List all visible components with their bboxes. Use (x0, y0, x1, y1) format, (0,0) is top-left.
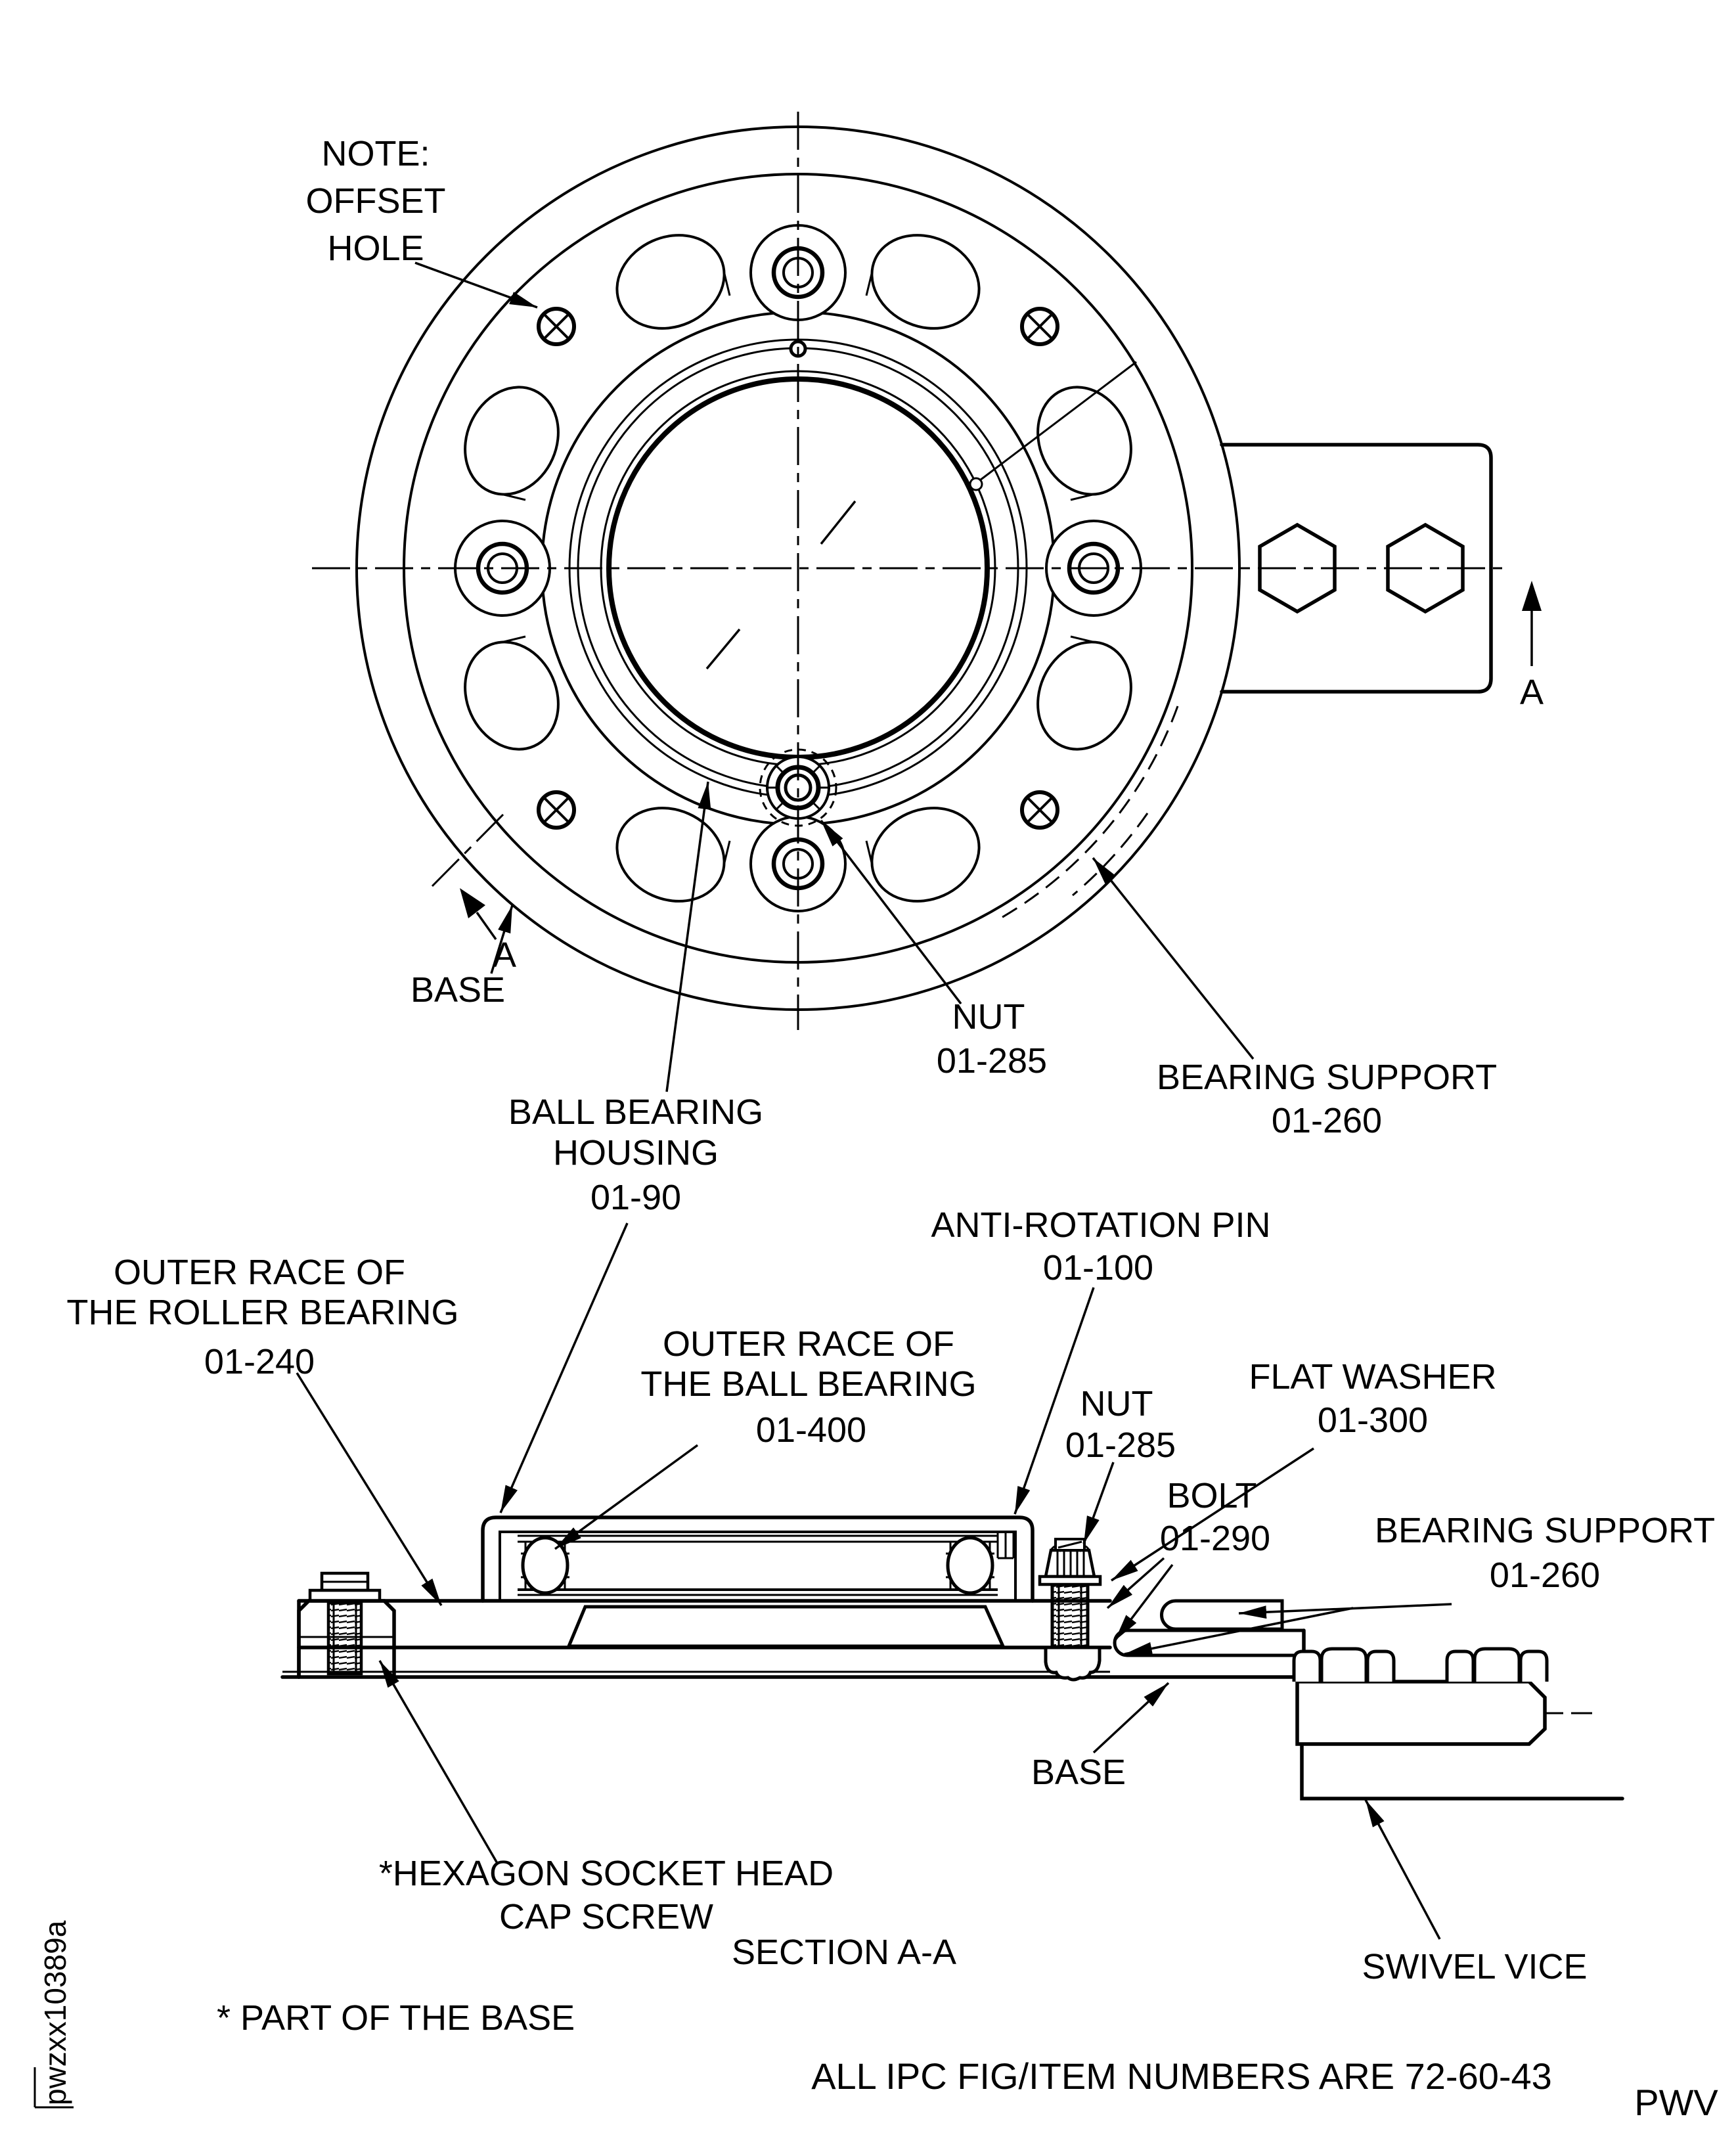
cut-line-lower (431, 813, 504, 887)
label-orr-item: 01-240 (204, 1342, 315, 1381)
leader-housing-down (499, 1222, 629, 1513)
leader-bearing-support-top (1092, 857, 1255, 1060)
label-nut-section: NUT (1080, 1384, 1153, 1423)
top-view (312, 112, 1542, 1030)
offset-hole-ul (537, 307, 576, 346)
bearing-support-nose-lower (1113, 1628, 1304, 1657)
anti-rotation-pin-section (996, 1533, 1015, 1559)
label-orb-1: OUTER RACE OF (663, 1324, 954, 1364)
label-orb-2: THE BALL BEARING (640, 1364, 976, 1404)
leader-hex-screw (378, 1660, 499, 1865)
bore-mark-upper (820, 500, 857, 545)
leaders (296, 261, 1452, 1940)
roller-race-block (566, 1605, 1006, 1648)
label-bearing-support-sec-item: 01-260 (1490, 1556, 1600, 1595)
section-view (280, 1515, 1624, 1801)
hidden-arc-1 (1000, 705, 1179, 920)
label-bolt-item: 01-290 (1160, 1519, 1270, 1558)
label-nut-section-item: 01-285 (1065, 1425, 1176, 1465)
flat-washer-part (1038, 1575, 1102, 1586)
cut-line-upper (979, 361, 1137, 482)
ball-bearing-races (518, 1534, 998, 1596)
footnote: * PART OF THE BASE (217, 1998, 575, 2038)
nut-top-view (759, 748, 837, 827)
leader-flat-washer (1111, 1447, 1314, 1582)
offset-hole-ll (537, 790, 576, 830)
bolt-stack (1038, 1538, 1102, 1682)
leader-nut-section (1082, 1462, 1115, 1544)
label-bearing-support-top-item: 01-260 (1272, 1101, 1382, 1140)
leader-base-top (490, 905, 514, 974)
section-marker-right: A (1520, 673, 1544, 712)
label-bearing-support-top: BEARING SUPPORT (1157, 1058, 1497, 1097)
section-arrow-lower (460, 888, 497, 941)
bearing-support-tab (1220, 443, 1493, 694)
offset-hole-ur (1020, 307, 1059, 346)
hidden-arc-2 (1072, 813, 1149, 897)
leader-outer-race-ball (554, 1444, 699, 1550)
label-orr-2: THE ROLLER BEARING (66, 1293, 458, 1332)
label-bolt: BOLT (1167, 1476, 1257, 1515)
offset-hole-lr (1020, 790, 1059, 830)
label-bearing-support-sec: BEARING SUPPORT (1375, 1511, 1715, 1550)
label-flat-washer: FLAT WASHER (1249, 1357, 1496, 1397)
note-line2: OFFSET (306, 181, 446, 221)
footer-ipc-note: ALL IPC FIG/ITEM NUMBERS ARE 72-60-43 (811, 2055, 1552, 2097)
ball-bearing-housing-outline (481, 1515, 1035, 1603)
label-orr-1: OUTER RACE OF (114, 1253, 405, 1292)
leader-anti-rotation-pin (1013, 1287, 1095, 1515)
labels: NOTE: OFFSET HOLE A A BASE NUT 01-285 BE… (33, 134, 1718, 2123)
arm-nuts (1292, 1647, 1549, 1682)
label-nut-top: NUT (952, 997, 1025, 1037)
label-base-top: BASE (411, 970, 505, 1010)
leader-offset-hole (414, 261, 538, 309)
label-nut-top-item: 01-285 (937, 1041, 1047, 1081)
label-hex-screw-2: CAP SCREW (499, 1897, 713, 1937)
leader-nut-top (820, 819, 962, 1005)
label-bbh-1: BALL BEARING (508, 1092, 763, 1132)
note-line1: NOTE: (321, 134, 430, 173)
bolt-head (1044, 1646, 1102, 1682)
leader-base-section (1092, 1682, 1170, 1754)
doc-code-block: pwzxx10389a (33, 1920, 74, 2109)
swivel-vice-body (1300, 1744, 1624, 1801)
leader-swivel-vice (1364, 1799, 1441, 1940)
bearing-support-arm (1295, 1680, 1547, 1746)
tab-hexagon-left (1258, 522, 1337, 614)
label-swivel-vice: SWIVEL VICE (1362, 1947, 1587, 1986)
bore-mark-lower (705, 628, 741, 670)
label-bbh-item: 01-90 (590, 1178, 681, 1217)
leader-bolt-2 (1113, 1563, 1174, 1642)
housing-inner-wall (499, 1531, 1017, 1601)
label-orb-item: 01-400 (756, 1410, 866, 1450)
section-arrow-right (1522, 581, 1542, 666)
pin-cut (969, 477, 983, 491)
leader-outer-race-roller (296, 1372, 443, 1606)
label-hex-screw-1: *HEXAGON SOCKET HEAD (379, 1854, 834, 1893)
leader-bearing-support-sec-2 (1124, 1607, 1354, 1655)
label-base-section: BASE (1031, 1753, 1126, 1792)
label-flat-washer-item: 01-300 (1318, 1400, 1428, 1440)
leader-bolt-1 (1106, 1557, 1165, 1609)
obround-holes (464, 234, 1132, 903)
note-line3: HOLE (327, 229, 424, 268)
section-title: SECTION A-A (732, 1933, 956, 1972)
label-bbh-2: HOUSING (553, 1133, 719, 1173)
hex-socket-cap-screw (297, 1571, 396, 1679)
tab-hexagon-right (1386, 522, 1465, 614)
ball-right (946, 1536, 994, 1595)
offset-holes (537, 307, 1059, 830)
label-arp-item: 01-100 (1043, 1248, 1153, 1288)
label-arp: ANTI-ROTATION PIN (931, 1205, 1271, 1245)
section-marker-lower: A (493, 935, 516, 975)
ball-left (521, 1536, 569, 1595)
leader-housing-up (665, 781, 711, 1092)
doc-code: pwzxx10389a (38, 1920, 72, 2105)
nut-section-part (1044, 1538, 1096, 1579)
footer-page-code: PWV (1634, 2082, 1718, 2123)
